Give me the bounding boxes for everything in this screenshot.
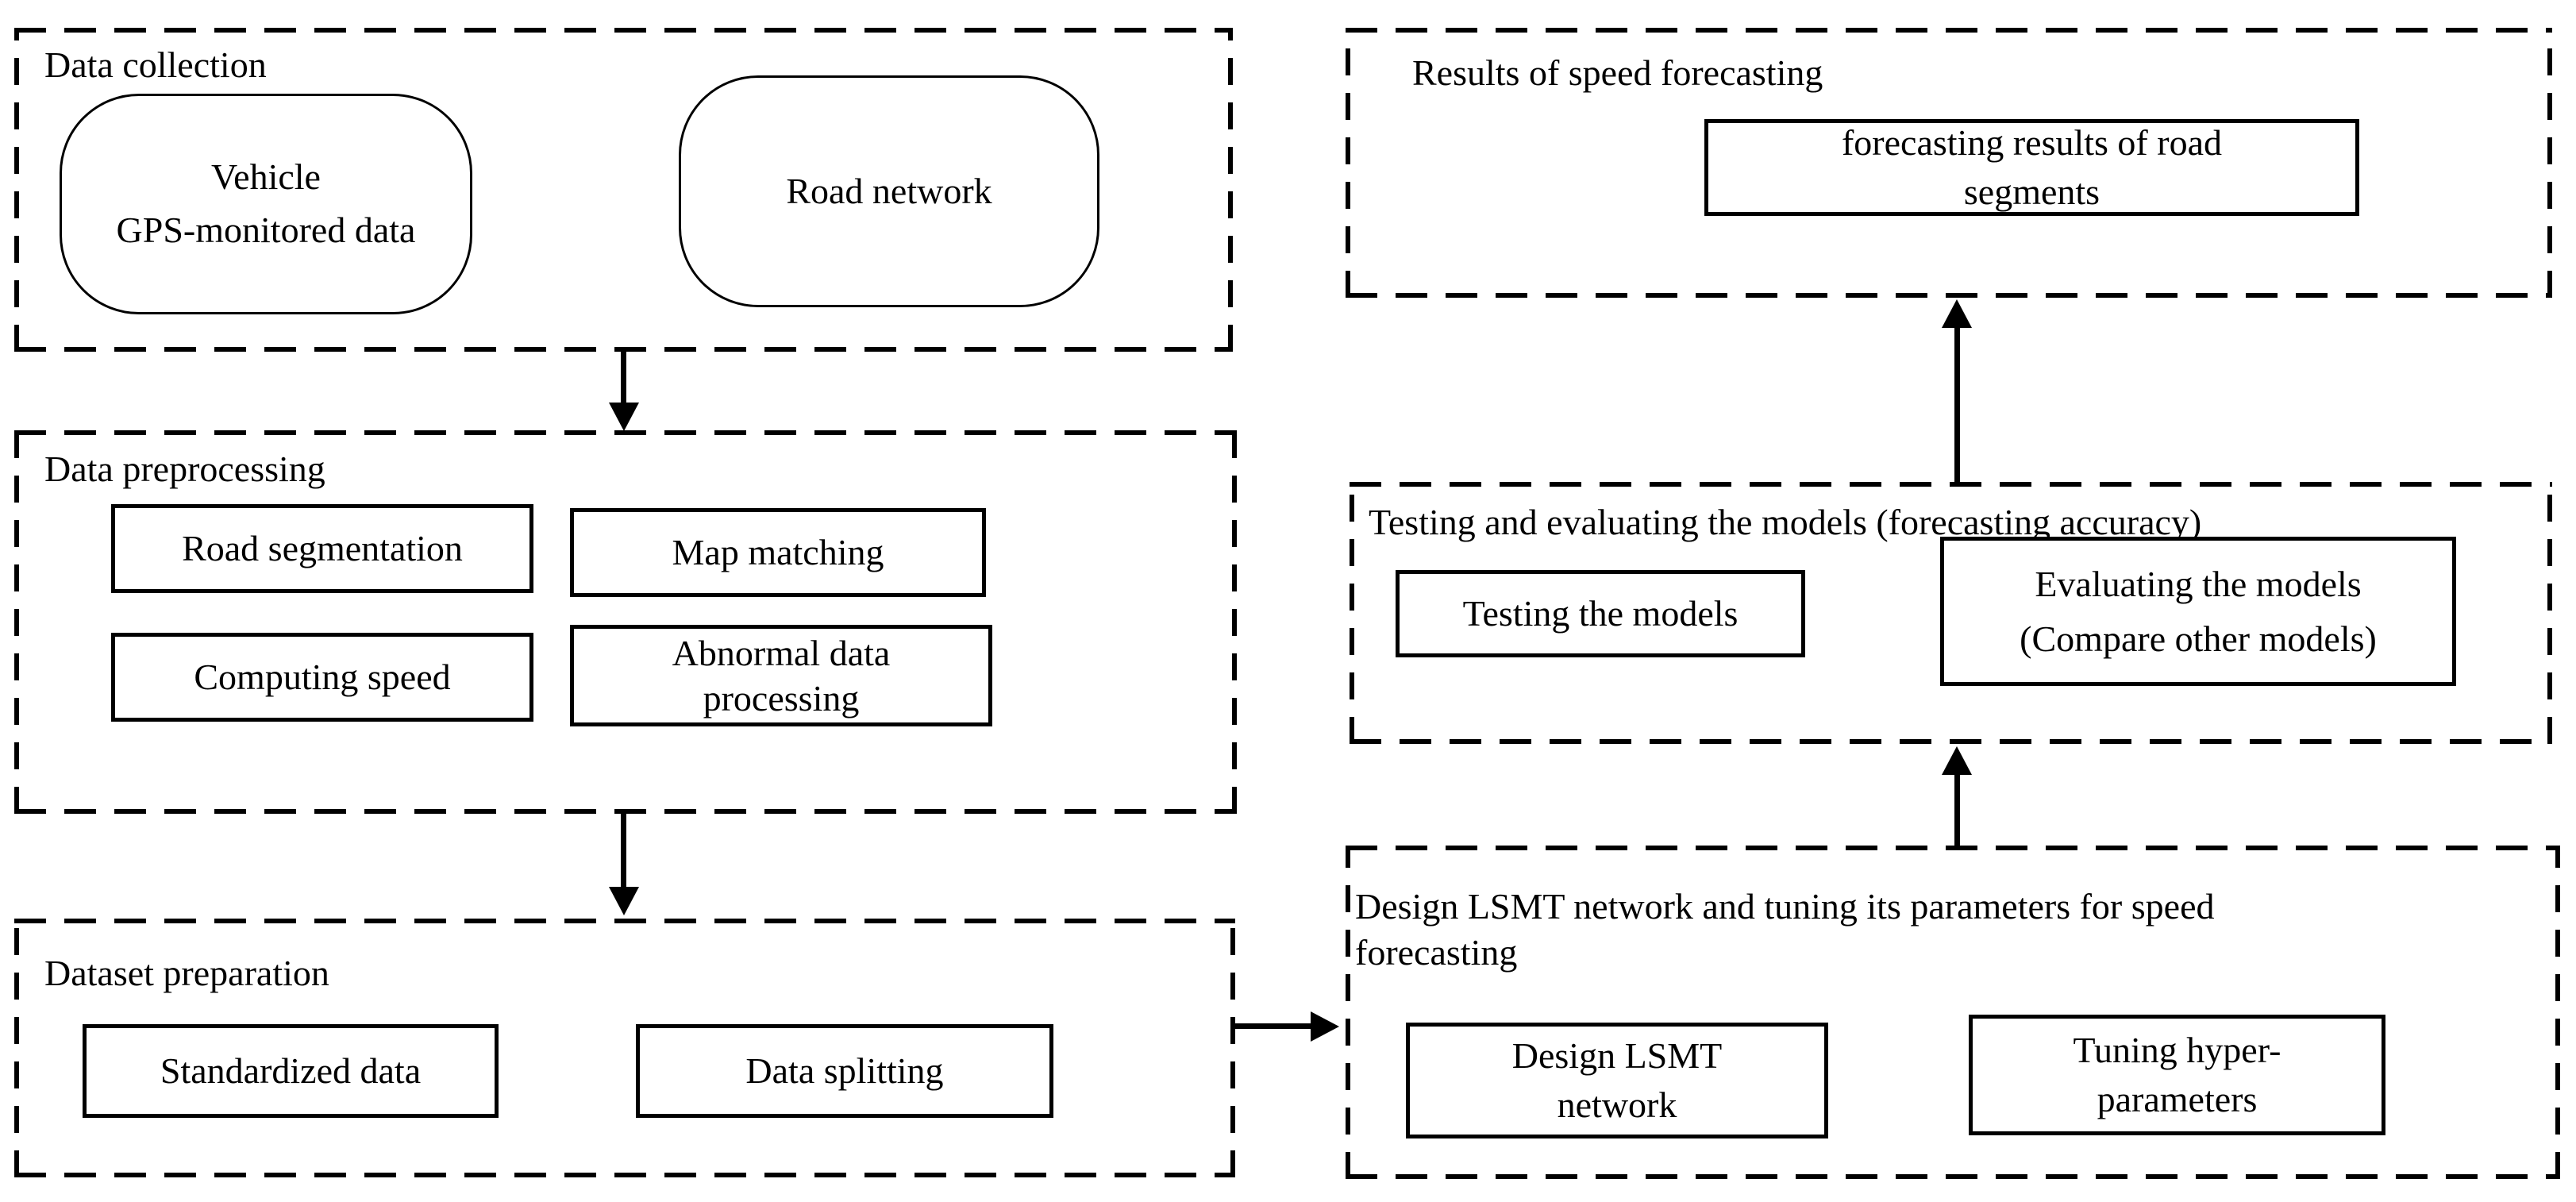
- section-data-collection: Data collection Vehicle GPS-monitored da…: [14, 28, 1233, 352]
- node-map-matching: Map matching: [570, 508, 986, 597]
- node-road-segmentation: Road segmentation: [111, 504, 533, 593]
- section-testing-evaluating: Testing and evaluating the models (forec…: [1350, 482, 2552, 744]
- section-title-testing-evaluating: Testing and evaluating the models (forec…: [1369, 502, 2202, 542]
- section-title-design-lstm: Design LSMT network and tuning its param…: [1355, 886, 2215, 973]
- node-vehicle-gps-data: Vehicle GPS-monitored data: [60, 94, 472, 314]
- node-testing-the-models: Testing the models: [1396, 570, 1805, 657]
- node-computing-speed: Computing speed: [111, 633, 533, 722]
- section-title-results: Results of speed forecasting: [1412, 52, 1823, 93]
- arrow-down-head: [609, 403, 639, 431]
- node-standardized-data: Standardized data: [83, 1024, 499, 1118]
- section-data-preprocessing: Data preprocessing Road segmentation Map…: [14, 430, 1237, 814]
- section-title-dataset-preparation: Dataset preparation: [44, 953, 329, 993]
- section-title-data-collection: Data collection: [44, 44, 267, 85]
- arrow-stem: [621, 352, 626, 404]
- section-results: Results of speed forecasting forecasting…: [1346, 28, 2552, 298]
- arrow-stem: [1954, 772, 1960, 846]
- arrow-up-head: [1942, 746, 1972, 775]
- arrow-stem: [621, 814, 626, 888]
- section-design-lstm: Design LSMT network and tuning its param…: [1346, 846, 2560, 1179]
- node-data-splitting: Data splitting: [636, 1024, 1053, 1118]
- node-design-lsmt-network: Design LSMT network: [1406, 1023, 1828, 1138]
- node-forecasting-results: forecasting results of road segments: [1704, 119, 2359, 216]
- node-tuning-hyperparameters: Tuning hyper- parameters: [1969, 1015, 2385, 1135]
- section-dataset-preparation: Dataset preparation Standardized data Da…: [14, 919, 1235, 1177]
- node-evaluating-the-models: Evaluating the models (Compare other mod…: [1940, 537, 2456, 686]
- arrow-up-head: [1942, 299, 1972, 328]
- node-abnormal-data-processing: Abnormal data processing: [570, 625, 992, 726]
- arrow-right-head: [1311, 1011, 1339, 1042]
- section-title-data-preprocessing: Data preprocessing: [44, 449, 325, 489]
- node-road-network: Road network: [679, 75, 1099, 307]
- arrow-down-head: [609, 887, 639, 915]
- arrow-stem: [1235, 1023, 1312, 1029]
- arrow-stem: [1954, 326, 1960, 482]
